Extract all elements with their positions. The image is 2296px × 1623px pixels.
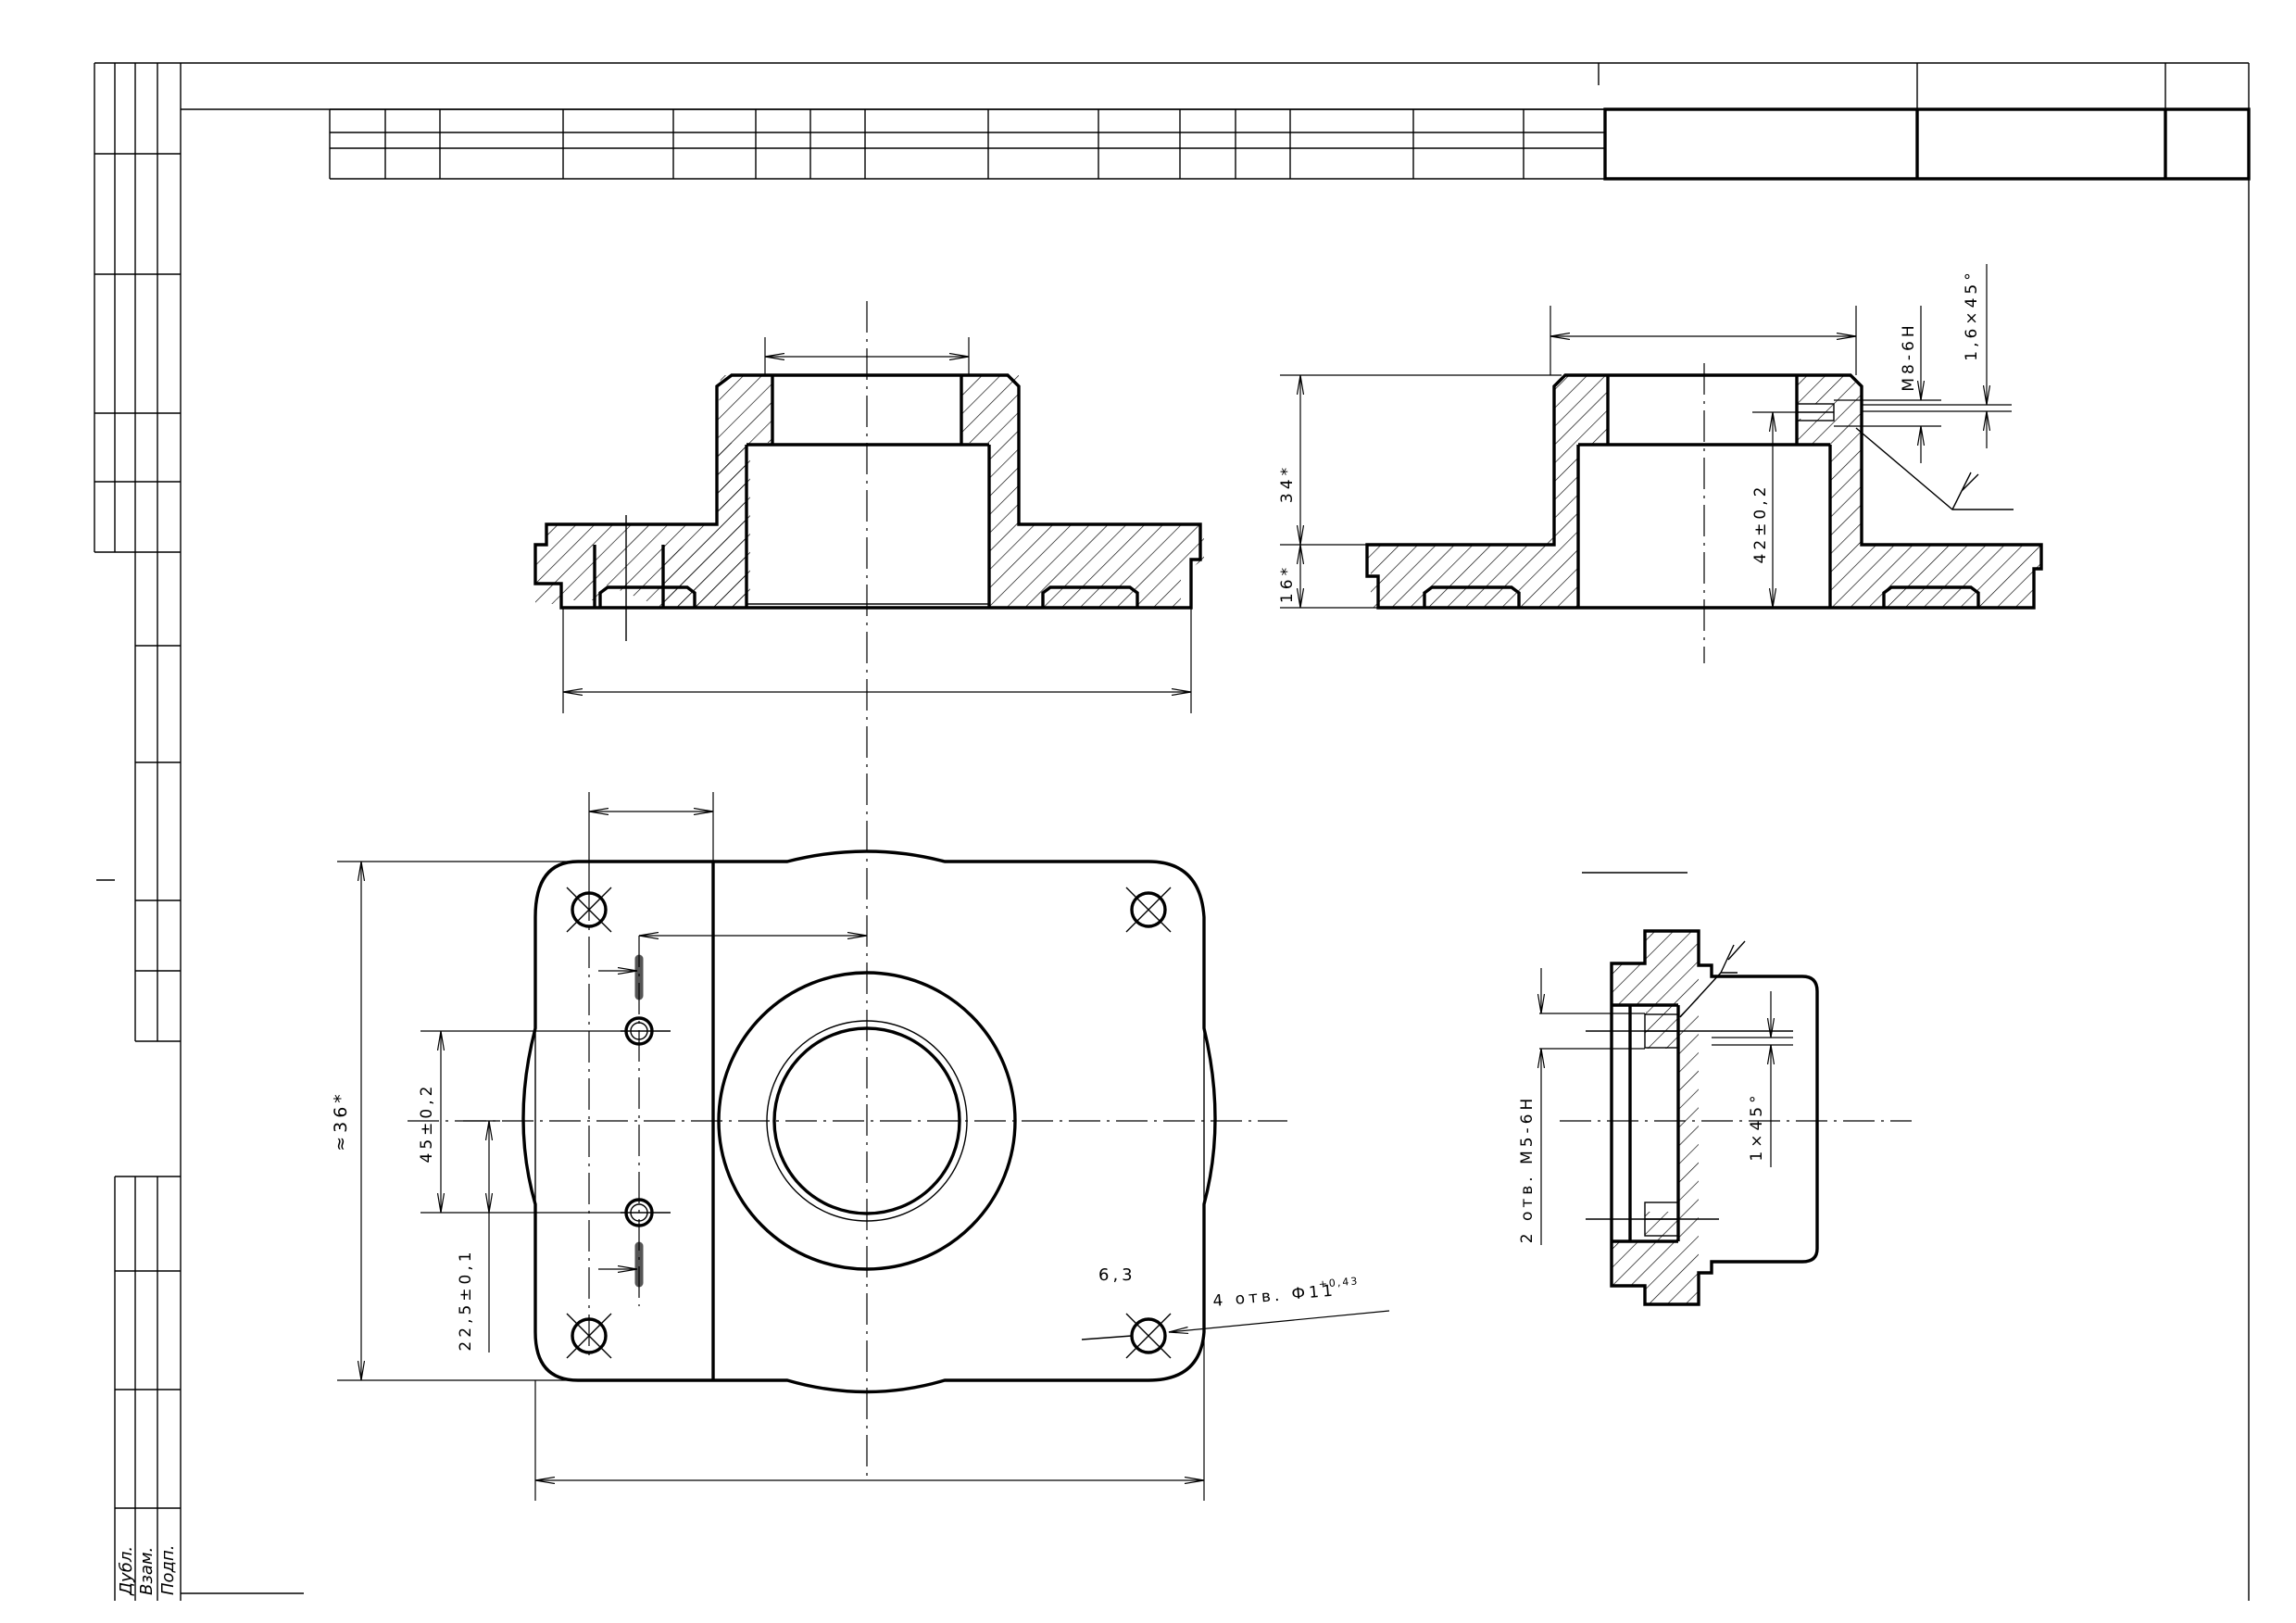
stamp-label-dubl: Дубл.	[117, 1546, 136, 1596]
front-section-view	[533, 301, 1204, 1482]
hole-callout-tolerance: +0,43	[1318, 1275, 1360, 1290]
dimension-height-16: 16*	[1278, 564, 1297, 603]
roughness-value: 6,3	[1098, 1265, 1136, 1285]
side-section-view: 34* 16* 42±0,2 M8-6H 1,6×45°	[1278, 264, 2043, 663]
stamp-label-vzam: Взам.	[137, 1547, 157, 1595]
dimension-height-34: 34*	[1278, 464, 1297, 503]
dimension-offset-22: 22,5±0,1	[457, 1248, 475, 1351]
dimension-bore-42: 42±0,2	[1751, 484, 1770, 564]
plan-view: ≈36* 45±0,2 22,5±0,1 6,3 4 отв. Ф11 +0,4…	[331, 792, 1390, 1501]
dimension-holes-2x: 2 отв. M5-6H	[1518, 1095, 1537, 1244]
dimension-chamfer-top: 1,6×45°	[1963, 269, 1981, 360]
revision-table	[329, 107, 2251, 181]
stamp-labels: Дубл. Взам. Подп.	[117, 1545, 178, 1596]
dimension-chamfer-small: 1×45°	[1748, 1091, 1766, 1161]
dimension-thread-m8: M8-6H	[1900, 321, 1918, 391]
detail-section-view: 2 отв. M5-6H 1×45°	[1518, 872, 1912, 1306]
mounting-holes	[566, 887, 1172, 1359]
dimension-pitch-45: 45±0,2	[418, 1083, 436, 1164]
stamp-label-podp: Подп.	[158, 1545, 178, 1595]
drawing-frame	[94, 62, 2250, 1601]
dimension-width-36: ≈36*	[331, 1090, 351, 1151]
